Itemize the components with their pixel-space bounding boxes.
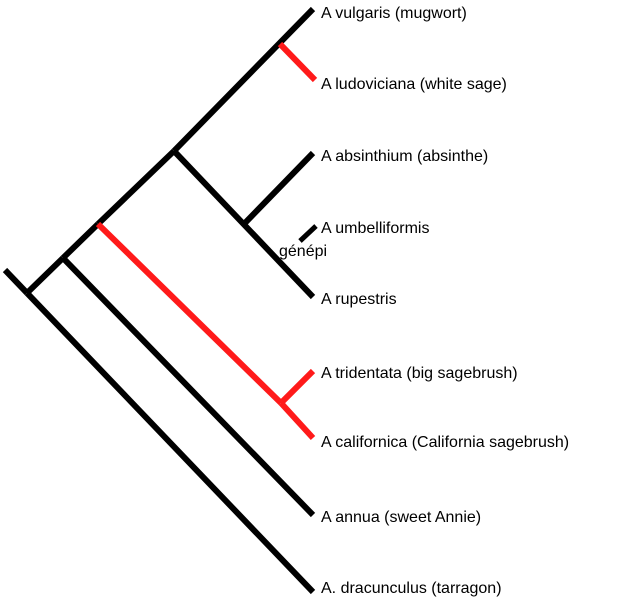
branch-internal-3 — [95, 148, 177, 227]
branch-internal-5 — [241, 150, 316, 227]
branch-internal-1 — [24, 255, 66, 296]
branches — [2, 6, 318, 595]
branch-annua — [60, 255, 316, 518]
branch-internal-4 — [171, 6, 316, 154]
branch-californica — [278, 400, 316, 441]
label-absinthium: A absinthium (absinthe) — [321, 148, 488, 165]
taxon-labels: A vulgaris (mugwort) A ludoviciana (whit… — [279, 5, 569, 597]
label-umbelliformis: A umbelliformis — [321, 220, 429, 237]
branch-ludoviciana — [277, 41, 318, 83]
branch-rupestris — [171, 148, 316, 300]
branch-root-stem — [2, 267, 30, 296]
branch-umbelliformis — [298, 224, 318, 243]
label-ludoviciana: A ludoviciana (white sage) — [321, 76, 507, 93]
branch-dracunculus — [24, 290, 316, 595]
annotation-genepi: génépi — [279, 243, 327, 260]
label-tridentata: A tridentata (big sagebrush) — [321, 365, 518, 382]
branch-sagebrush-stem — [95, 221, 284, 406]
branch-tridentata — [278, 368, 316, 406]
label-rupestris: A rupestris — [321, 291, 397, 308]
label-dracunculus: A. dracunculus (tarragon) — [321, 580, 502, 597]
label-annua: A annua (sweet Annie) — [321, 509, 481, 526]
label-vulgaris: A vulgaris (mugwort) — [321, 5, 467, 22]
label-californica: A californica (California sagebrush) — [321, 434, 569, 451]
branch-internal-2 — [60, 221, 101, 261]
